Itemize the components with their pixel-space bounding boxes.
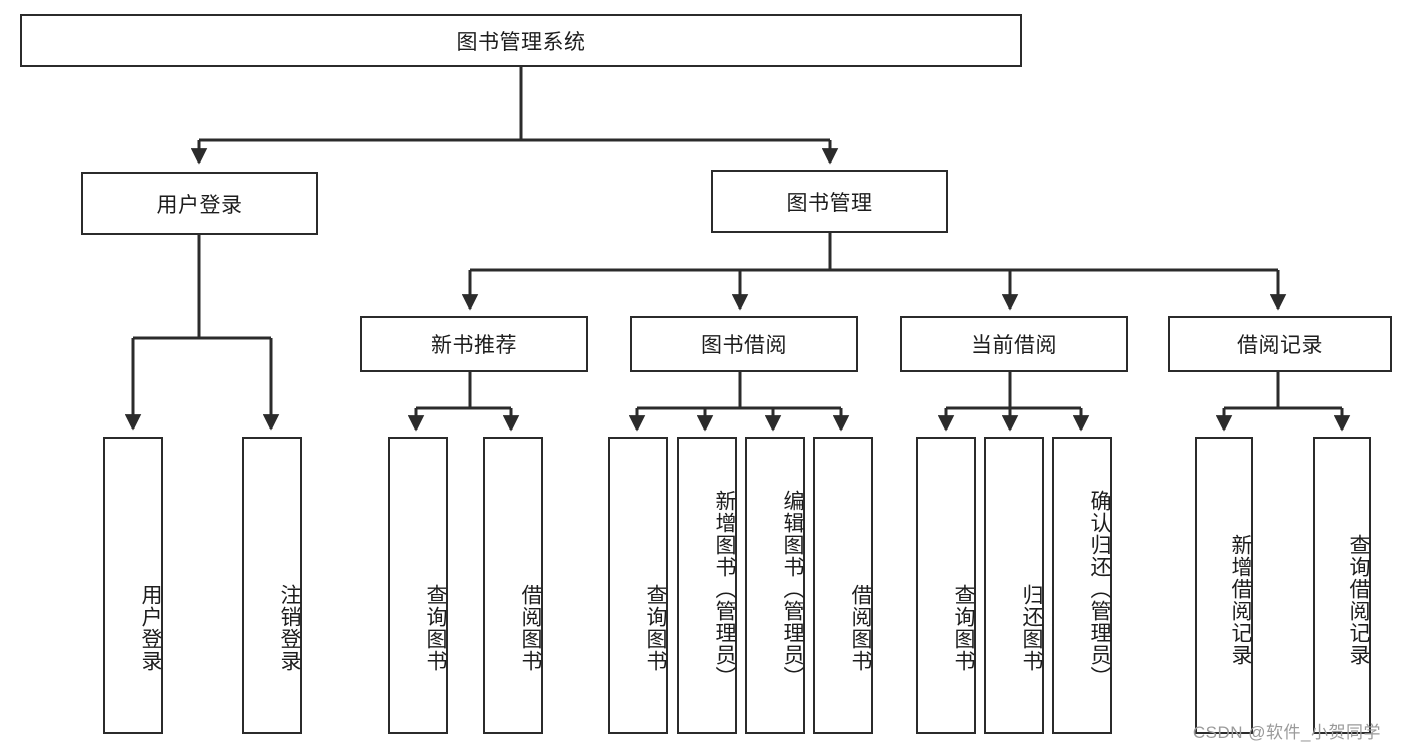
leaf-borrow-book-recommend[interactable]: 借阅图书 — [483, 437, 543, 734]
watermark-credit: CSDN @软件_小贺同学 — [1192, 723, 1381, 742]
leaf-add-borrow-record[interactable]: 新增借阅记录 — [1195, 437, 1253, 734]
node-new-book-recommend[interactable]: 新书推荐 — [360, 316, 588, 372]
leaf-query-borrow-record[interactable]: 查询借阅记录 — [1313, 437, 1371, 734]
leaf-add-book-admin[interactable]: 新增图书（管理员） — [677, 437, 737, 734]
node-borrow-record[interactable]: 借阅记录 — [1168, 316, 1392, 372]
leaf-query-book-borrow[interactable]: 查询图书 — [608, 437, 668, 734]
leaf-confirm-return-admin[interactable]: 确认归还（管理员） — [1052, 437, 1112, 734]
node-user-login[interactable]: 用户登录 — [81, 172, 318, 235]
leaf-return-book[interactable]: 归还图书 — [984, 437, 1044, 734]
leaf-user-login[interactable]: 用户登录 — [103, 437, 163, 734]
node-book-management[interactable]: 图书管理 — [711, 170, 948, 233]
node-root-system[interactable]: 图书管理系统 — [20, 14, 1022, 67]
leaf-query-book-recommend[interactable]: 查询图书 — [388, 437, 448, 734]
leaf-query-book-current[interactable]: 查询图书 — [916, 437, 976, 734]
node-current-borrow[interactable]: 当前借阅 — [900, 316, 1128, 372]
node-book-borrow[interactable]: 图书借阅 — [630, 316, 858, 372]
leaf-logout-login[interactable]: 注销登录 — [242, 437, 302, 734]
leaf-borrow-book[interactable]: 借阅图书 — [813, 437, 873, 734]
leaf-edit-book-admin[interactable]: 编辑图书（管理员） — [745, 437, 805, 734]
